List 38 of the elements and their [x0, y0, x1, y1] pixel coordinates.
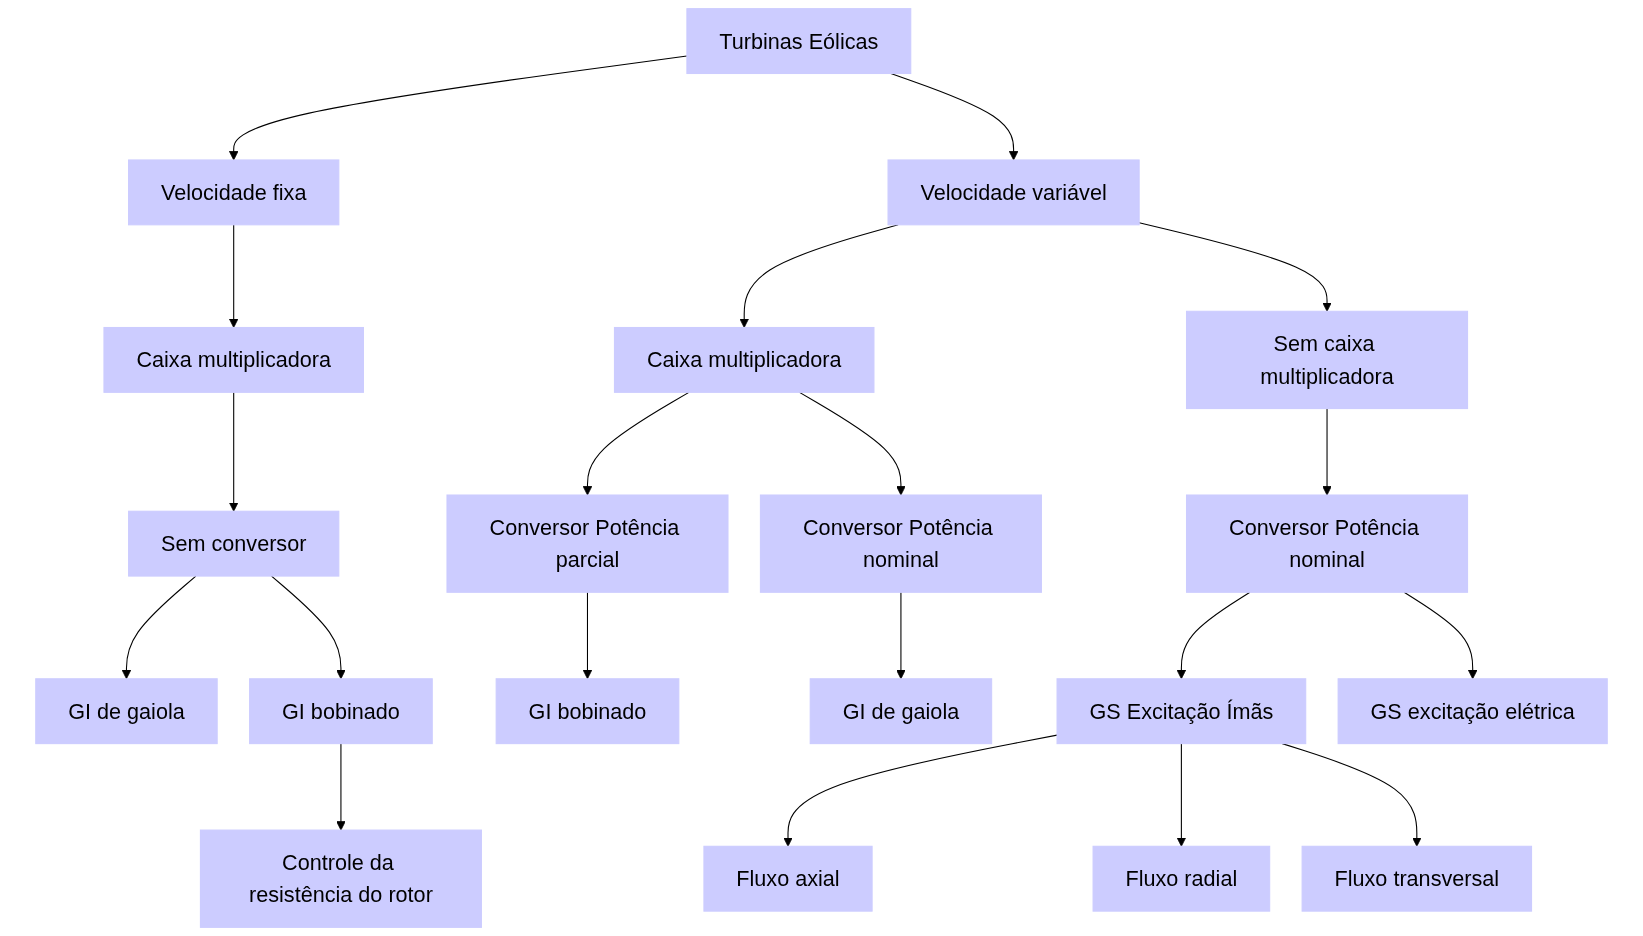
node-box: Turbinas Eólicas — [686, 8, 912, 75]
node-box: GS excitação elétrica — [1337, 678, 1608, 745]
node-box: GS Excitação Ímãs — [1056, 678, 1307, 745]
node-box: Conversor Potência nominal — [1186, 494, 1469, 593]
node-box: Fluxo radial — [1092, 845, 1271, 912]
arrow — [799, 391, 906, 496]
node-box: Conversor Potência nominal — [759, 494, 1042, 593]
node-box: Sem caixa multiplicadora — [1186, 310, 1469, 410]
arrow — [228, 391, 239, 512]
node-box: Fluxo axial — [703, 845, 873, 912]
arrow — [1322, 408, 1332, 496]
node-box: Fluxo transversal — [1301, 845, 1533, 912]
node-box: Velocidade variável — [887, 159, 1140, 226]
arrow — [896, 591, 906, 680]
arrow — [739, 224, 899, 328]
node-box: Velocidade fixa — [128, 159, 340, 226]
node-box: Caixa multiplicadora — [613, 326, 875, 393]
node-box: GI bobinado — [249, 678, 433, 745]
arrow — [228, 224, 239, 328]
arrow — [582, 391, 690, 496]
node-box: GI de gaiola — [35, 678, 218, 745]
node-box: Conversor Potência parcial — [446, 494, 729, 593]
arrow — [121, 575, 197, 680]
node-box: Controle da resistência do rotor — [199, 829, 482, 928]
node-box: GI bobinado — [495, 678, 680, 745]
arrow — [783, 734, 1058, 847]
arrow — [1403, 591, 1478, 680]
arrow — [1281, 743, 1422, 847]
arrow — [1176, 743, 1187, 847]
arrow — [582, 591, 593, 680]
arrow — [336, 743, 346, 831]
node-box: Caixa multiplicadora — [103, 326, 364, 393]
arrow — [1176, 591, 1251, 680]
arrow — [890, 72, 1019, 161]
arrow — [1138, 222, 1332, 312]
arrow — [271, 575, 346, 680]
node-box: Sem conversor — [128, 510, 340, 577]
node-box: GI de gaiola — [809, 678, 993, 745]
